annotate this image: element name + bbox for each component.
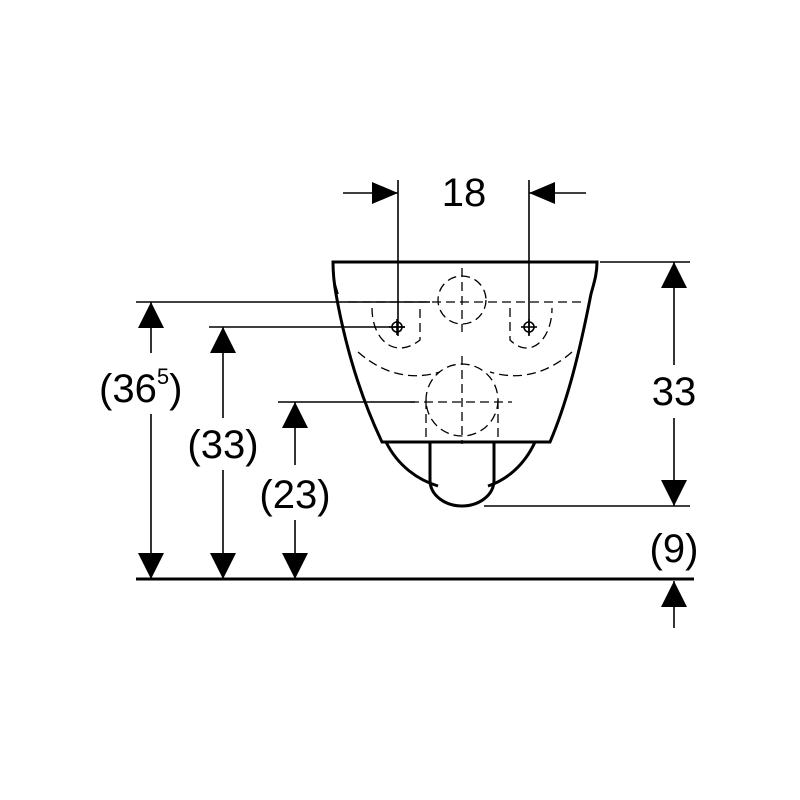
dimension-right-height — [484, 261, 690, 507]
dimension-top-width-label: 18 — [442, 171, 487, 215]
dimension-left-outer-close: ) — [169, 367, 182, 411]
dimension-left-inner-label: (23) — [259, 473, 330, 517]
dimension-left-outer — [136, 301, 430, 579]
dimension-left-outer-label: (365) — [99, 364, 182, 411]
hidden-internals — [348, 268, 586, 444]
dimension-left-outer-value: (36 — [99, 367, 157, 411]
dimension-top-width — [343, 180, 586, 336]
dimension-floor-offset — [661, 581, 687, 628]
dimension-floor-offset-label: (9) — [650, 527, 699, 571]
dimension-left-mid-label: (33) — [187, 423, 258, 467]
dimension-left-mid — [209, 326, 405, 579]
toilet-outline — [331, 260, 599, 508]
dimension-left-outer-sup: 5 — [157, 364, 169, 389]
dimension-right-height-label: 33 — [652, 370, 697, 414]
dimension-left-inner — [278, 401, 415, 579]
